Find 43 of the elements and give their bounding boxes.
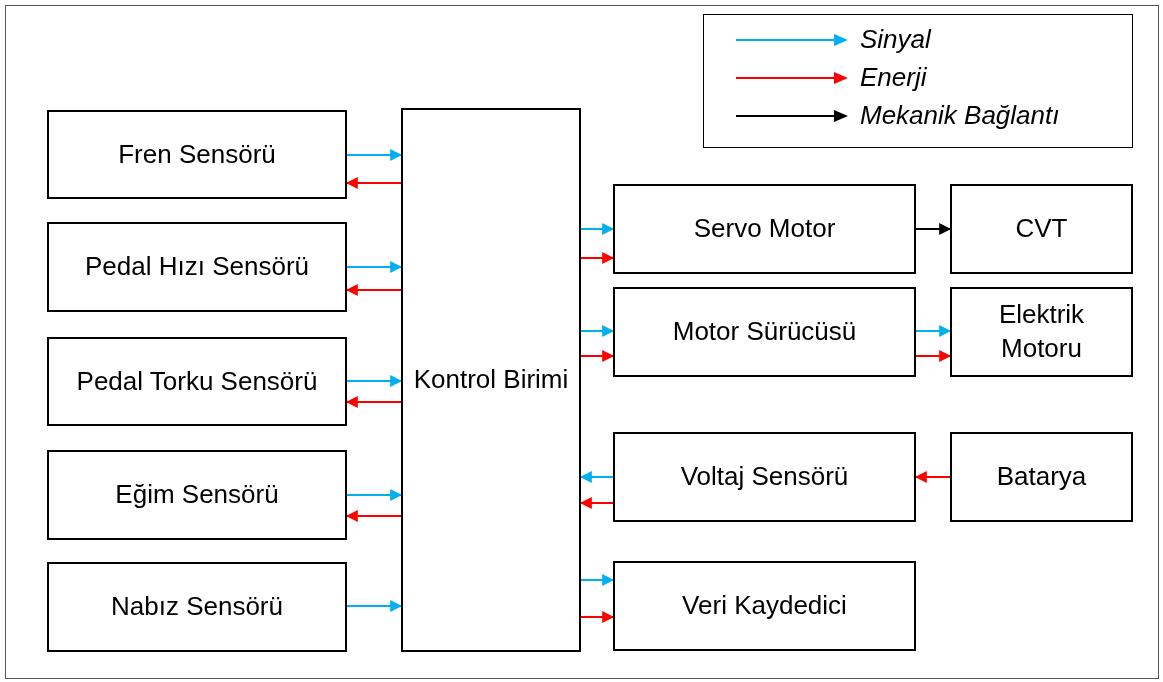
legend-label: Mekanik Bağlantı (860, 100, 1060, 131)
node-label: Motor Sürücüsü (671, 315, 858, 349)
arrow (580, 223, 615, 235)
arrow (915, 325, 952, 337)
node-label: Fren Sensörü (117, 137, 277, 171)
arrow (915, 350, 952, 362)
arrow (580, 325, 615, 337)
arrow (346, 600, 403, 612)
node-label: Voltaj Sensörü (679, 460, 850, 494)
process-box (950, 184, 1133, 274)
node-label: Batarya (995, 460, 1088, 494)
controller-box (401, 108, 581, 652)
arrow (346, 489, 403, 501)
arrow (580, 350, 615, 362)
arrow (346, 375, 403, 387)
arrow (346, 261, 403, 273)
process-box (950, 287, 1133, 377)
process-box (47, 450, 347, 540)
node-label: Pedal Torku Sensörü (75, 364, 319, 398)
process-box (613, 561, 916, 651)
process-box (47, 110, 347, 199)
process-box (613, 432, 916, 522)
node-label: Pedal Hızı Sensörü (84, 250, 310, 284)
process-box (47, 562, 347, 652)
arrow (580, 252, 615, 264)
process-box (613, 184, 916, 274)
process-box (613, 287, 916, 377)
process-box (47, 337, 347, 426)
node-label: Elektrik Motoru (997, 298, 1086, 365)
arrow (580, 574, 615, 586)
process-box (47, 222, 347, 312)
node-label: Eğim Sensörü (114, 478, 280, 512)
arrow (915, 223, 952, 235)
arrow (346, 149, 403, 161)
node-label: Veri Kaydedici (681, 589, 848, 623)
node-label: CVT (1014, 212, 1069, 246)
node-label: Kontrol Birimi (412, 363, 570, 397)
arrow (580, 611, 615, 623)
node-label: Servo Motor (692, 212, 837, 246)
legend-label: Sinyal (860, 24, 931, 55)
legend-label: Enerji (860, 62, 927, 93)
process-box (950, 432, 1133, 522)
node-label: Nabız Sensörü (110, 590, 284, 624)
